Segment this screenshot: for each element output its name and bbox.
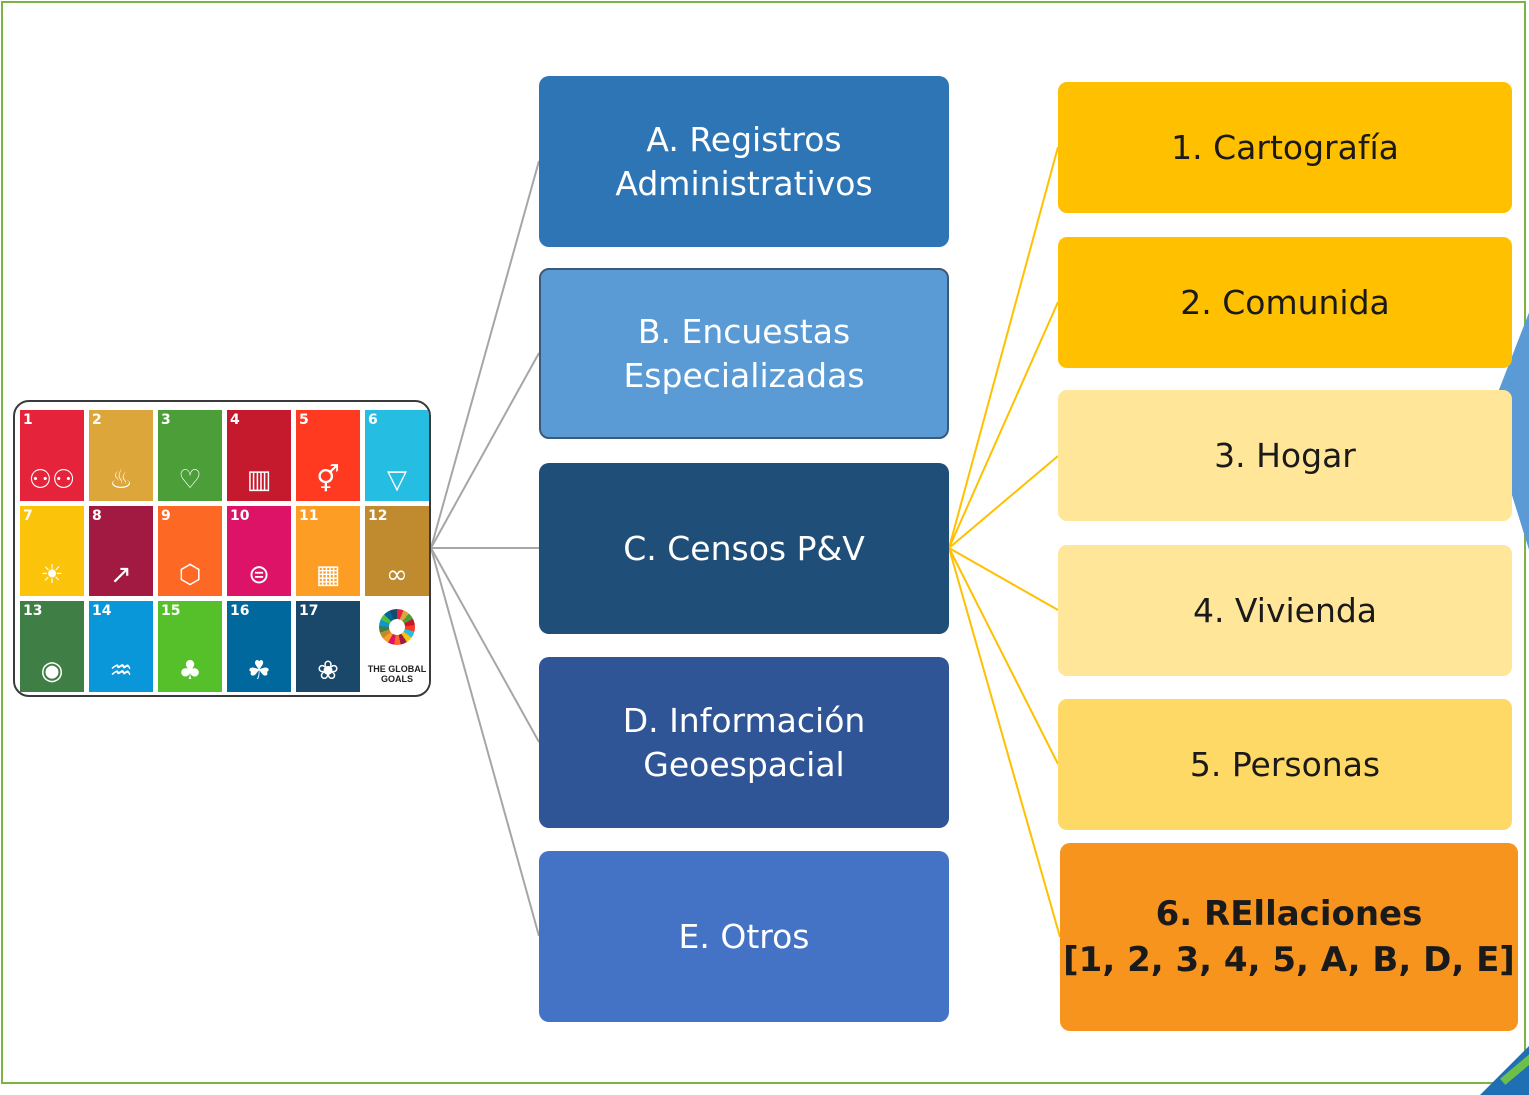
node-hogar: 3. Hogar	[1058, 390, 1512, 521]
node-informacion-geoespacial: D. Información Geoespacial	[539, 657, 949, 828]
connector-c-6	[948, 547, 1061, 938]
node-cartografia: 1. Cartografía	[1058, 82, 1512, 213]
sdg-tile: 3♡	[158, 410, 222, 501]
equal-icon: ⊜	[248, 560, 270, 591]
node-encuestas-especializadas: B. Encuestas Especializadas	[539, 268, 949, 439]
sdg-tile-number: 9	[161, 507, 171, 524]
node-relaciones: 6. REllaciones [1, 2, 3, 4, 5, A, B, D, …	[1060, 843, 1518, 1031]
sdg-tile: 14 ♒	[89, 601, 153, 692]
gender-icon: ⚥	[316, 464, 340, 495]
sdg-tile-number: 10	[230, 507, 250, 524]
sdg-tile: 16 ☘	[227, 601, 291, 692]
sdg-tile: 2♨	[89, 410, 153, 501]
infinity-icon: ∞	[386, 560, 408, 591]
sdg-tile: 13 ◉	[20, 601, 84, 692]
node-label: 1. Cartografía	[1171, 127, 1399, 167]
global-goals-logo: THE GLOBAL GOALS	[365, 601, 429, 692]
global-goals-label: THE GLOBAL GOALS	[367, 663, 427, 684]
flower-icon: ❀	[317, 655, 339, 686]
node-registros-administrativos: A. Registros Administrativos	[539, 76, 949, 247]
node-label: 6. REllaciones [1, 2, 3, 4, 5, A, B, D, …	[1063, 894, 1515, 980]
water-icon: ▽	[387, 464, 407, 495]
sdg-goals-image: 1⚇⚇2♨3♡4▥5⚥6▽7☀8↗9⬡10⊜11▦12∞13◉14♒15♣16☘…	[13, 400, 431, 697]
bowl-icon: ♨	[109, 464, 133, 495]
node-comunidad: 2. Comunida	[1058, 237, 1512, 368]
cubes-icon: ⬡	[178, 560, 202, 591]
heartbeat-icon: ♡	[178, 464, 202, 495]
node-label: 4. Vivienda	[1192, 590, 1378, 630]
census-connectors	[948, 146, 1061, 938]
sdg-tile-number: 1	[23, 412, 33, 428]
sdg-tile-number: 2	[92, 412, 102, 428]
growth-chart-icon: ↗	[110, 560, 132, 591]
sdg-tile: 8↗	[89, 505, 153, 597]
sdg-tile: 7☀	[20, 505, 84, 597]
dove-icon: ☘	[247, 655, 271, 686]
connector-c-3	[948, 455, 1059, 549]
node-label: A. Registros Administrativos	[615, 119, 873, 203]
node-label: B. Encuestas Especializadas	[623, 311, 865, 395]
sdg-tile-number: 6	[368, 412, 378, 428]
sdg-tile-number: 13	[23, 603, 43, 620]
node-label: E. Otros	[678, 916, 810, 956]
tree-icon: ♣	[178, 655, 202, 686]
connector-c-1	[948, 146, 1059, 549]
sdg-tile-number: 7	[23, 507, 33, 524]
eye-globe-icon: ◉	[40, 655, 64, 686]
sdg-tile: 6▽	[365, 410, 429, 501]
node-label: 3. Hogar	[1214, 435, 1356, 475]
sdg-tile: 15 ♣	[158, 601, 222, 692]
sdg-tile: 4▥	[227, 410, 291, 501]
goals-wheel-icon	[379, 609, 415, 646]
sdg-tile: 9⬡	[158, 505, 222, 597]
connector-c-4	[948, 547, 1059, 611]
sdg-tile: 17 ❀	[296, 601, 360, 692]
sdg-tile-grid: 1⚇⚇2♨3♡4▥5⚥6▽7☀8↗9⬡10⊜11▦12∞13◉14♒15♣16☘…	[20, 410, 429, 692]
city-icon: ▦	[315, 560, 341, 591]
sdg-tile-number: 11	[299, 507, 319, 524]
sdg-tile: 5⚥	[296, 410, 360, 501]
node-vivienda: 4. Vivienda	[1058, 545, 1512, 676]
sdg-tile-number: 5	[299, 412, 309, 428]
sun-icon: ☀	[40, 560, 64, 591]
fish-icon: ♒	[109, 655, 133, 686]
sdg-tile-number: 17	[299, 603, 319, 620]
node-censos: C. Censos P&V	[539, 463, 949, 634]
sdg-tile-number: 8	[92, 507, 102, 524]
node-label: C. Censos P&V	[623, 528, 865, 568]
connector-c-5	[948, 547, 1059, 765]
connector-root-a	[430, 160, 540, 549]
node-otros: E. Otros	[539, 851, 949, 1022]
connector-root-e	[430, 547, 540, 937]
sdg-tile-number: 14	[92, 603, 112, 620]
sdg-tile: 1 ⚇⚇	[20, 410, 84, 501]
connector-c-2	[948, 301, 1059, 549]
sdg-tile-number: 4	[230, 412, 240, 428]
node-label: 5. Personas	[1189, 744, 1381, 784]
sdg-tile-number: 15	[161, 603, 181, 620]
sdg-tile-number: 12	[368, 507, 388, 524]
node-personas: 5. Personas	[1058, 699, 1512, 830]
root-connectors	[430, 160, 540, 937]
connector-root-d	[430, 547, 540, 743]
sdg-tile: 12 ∞	[365, 505, 429, 597]
sdg-tile: 10 ⊜	[227, 505, 291, 597]
node-label: D. Información Geoespacial	[622, 700, 866, 784]
connector-root-b	[430, 352, 540, 549]
book-icon: ▥	[246, 464, 272, 495]
sdg-tile-number: 16	[230, 603, 250, 620]
sdg-tile-number: 3	[161, 412, 171, 428]
node-label: 2. Comunida	[1180, 282, 1390, 322]
people-icon: ⚇⚇	[28, 464, 76, 495]
sdg-tile: 11 ▦	[296, 505, 360, 597]
